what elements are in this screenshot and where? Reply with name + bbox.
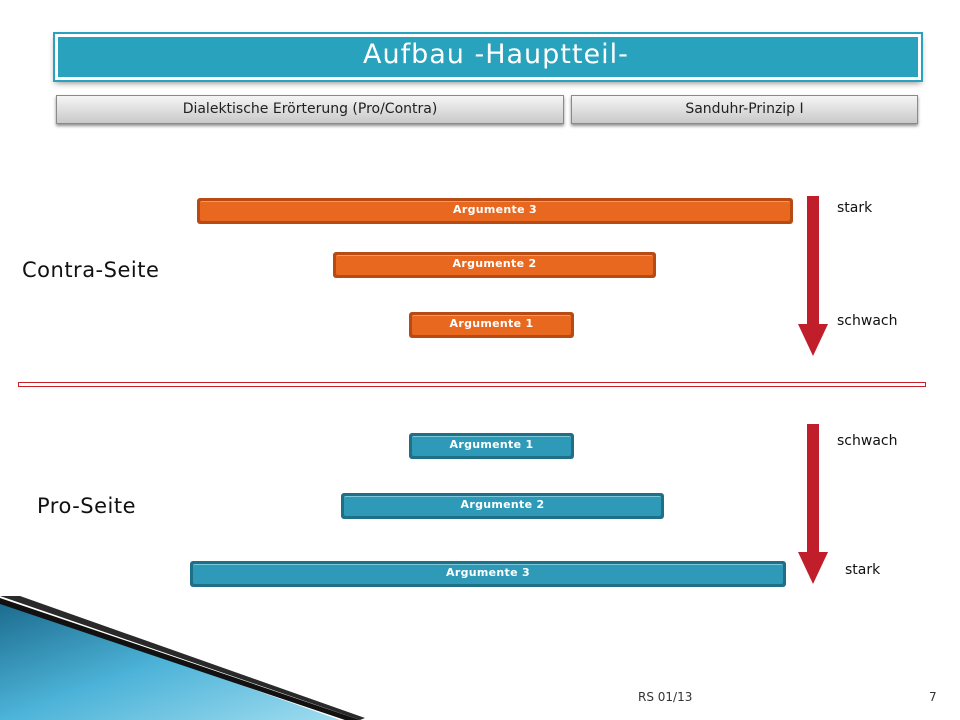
decorative-wedge	[0, 596, 365, 720]
contra-weak-label: schwach	[837, 313, 898, 329]
page-number: 7	[929, 690, 937, 704]
contra-strong-label: stark	[837, 200, 873, 216]
pro-bar-argument-3-label: Argumente 3	[446, 566, 530, 579]
divider-line	[18, 382, 926, 387]
contra-bar-argument-2: Argumente 2	[333, 252, 656, 278]
contra-side-label: Contra-Seite	[22, 258, 160, 282]
pro-strong-label: stark	[845, 562, 881, 578]
pro-bar-argument-2: Argumente 2	[341, 493, 664, 519]
contra-bar-argument-2-label: Argumente 2	[452, 257, 537, 270]
arrow-down-icon-pro	[798, 424, 828, 584]
pro-bar-argument-1: Argumente 1	[409, 433, 574, 459]
contra-bar-argument-3: Argumente 3	[197, 198, 793, 224]
page-title: Aufbau -Hauptteil-	[363, 39, 629, 70]
tab-dialectic[interactable]: Dialektische Erörterung (Pro/Contra)	[56, 95, 564, 124]
contra-bar-argument-1: Argumente 1	[409, 312, 574, 338]
tab-hourglass[interactable]: Sanduhr-Prinzip I	[571, 95, 918, 124]
pro-weak-label: schwach	[837, 433, 898, 449]
pro-bar-argument-3: Argumente 3	[190, 561, 786, 587]
arrow-down-icon-contra	[798, 196, 828, 356]
pro-bar-argument-2-label: Argumente 2	[460, 498, 545, 511]
title-bar: Aufbau -Hauptteil-	[53, 32, 923, 82]
contra-bar-argument-3-label: Argumente 3	[453, 203, 537, 216]
pro-side-label: Pro-Seite	[37, 494, 137, 518]
pro-bar-argument-1-label: Argumente 1	[449, 438, 534, 451]
footer-text: RS 01/13	[638, 690, 693, 704]
contra-bar-argument-1-label: Argumente 1	[449, 317, 534, 330]
